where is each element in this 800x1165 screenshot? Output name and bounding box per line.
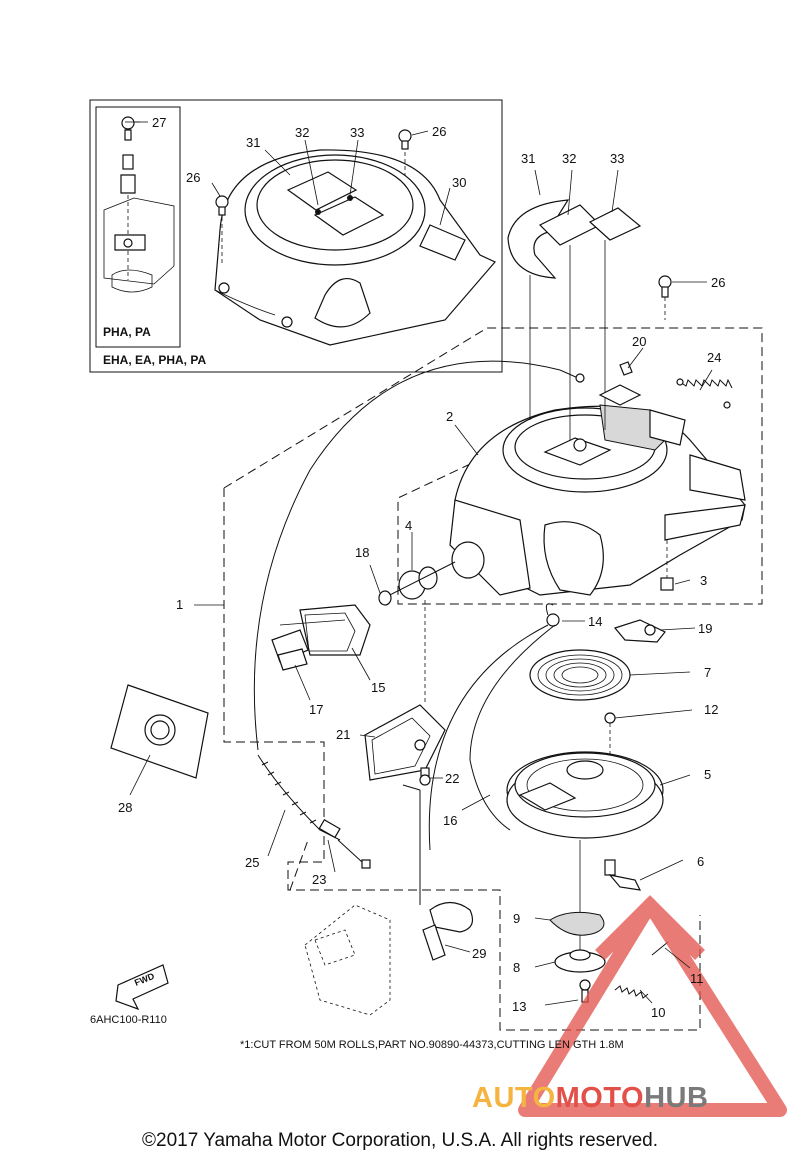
diagram-note: *1:CUT FROM 50M ROLLS,PART NO.90890-4437…	[240, 1039, 624, 1051]
callout-14: 14	[588, 614, 602, 629]
pawl-6	[604, 859, 642, 891]
cable-end-23	[318, 818, 371, 869]
callout-18: 18	[355, 545, 369, 560]
diagram-code: 6AHC100-R110	[90, 1014, 167, 1026]
callout-27: 27	[152, 115, 166, 130]
watermark-logo-icon	[518, 895, 787, 1117]
cover-28	[110, 684, 209, 779]
spiral-spring-7	[529, 649, 631, 701]
spring-24	[676, 378, 733, 409]
spring-10	[614, 985, 649, 999]
pawl-19	[613, 619, 666, 643]
pin-11	[651, 941, 669, 956]
callout-11: 11	[690, 971, 704, 986]
lever-20	[598, 361, 642, 406]
watermark-brand-part1: AUTO	[472, 1082, 556, 1114]
inset-bolt-26-left	[215, 195, 229, 216]
callout-26: 26	[711, 275, 725, 290]
bracket-21	[364, 704, 446, 781]
bolt-13	[579, 979, 591, 1003]
rope-guide-4	[398, 541, 485, 600]
bolt-22	[419, 767, 431, 786]
callout-32: 32	[562, 151, 576, 166]
callout-30: 30	[452, 175, 466, 190]
callout-21: 21	[336, 727, 350, 742]
plate-9	[549, 911, 605, 936]
callout-4: 4	[405, 518, 412, 533]
callout-26-inset-top: 26	[432, 124, 446, 139]
callout-24: 24	[707, 350, 721, 365]
bolt-26	[658, 275, 672, 320]
callout-31: 31	[521, 151, 535, 166]
callout-5: 5	[704, 767, 711, 782]
inset-box	[89, 99, 503, 373]
callout-17: 17	[309, 702, 323, 717]
starter-housing	[449, 404, 746, 596]
fwd-arrow-icon: FWD	[115, 964, 169, 1011]
callouts: 27 31 32 33 26 26 30 PHA, PA EHA, EA, PH…	[90, 115, 725, 1051]
inset-starter-cover	[214, 145, 496, 346]
decal-33	[588, 207, 642, 241]
callout-23: 23	[312, 872, 326, 887]
mount-bracket	[304, 904, 391, 1016]
callout-12: 12	[704, 702, 718, 717]
callout-32-inset: 32	[295, 125, 309, 140]
watermark-brand-part2: MOTO	[555, 1082, 645, 1114]
callout-10: 10	[651, 1005, 665, 1020]
leader-lines	[125, 121, 713, 1006]
washer-8	[554, 949, 606, 973]
callout-33: 33	[610, 151, 624, 166]
pulley-5	[506, 751, 664, 839]
callout-33-inset: 33	[350, 125, 364, 140]
grip-collar-18	[378, 590, 392, 606]
plunger-3	[660, 540, 674, 591]
callout-2: 2	[446, 409, 453, 424]
inset-label-large: EHA, EA, PHA, PA	[103, 353, 206, 367]
rope-14	[428, 603, 560, 851]
handle-15	[299, 604, 371, 656]
watermark-brand: AUTOMOTOHUB	[472, 1082, 708, 1115]
inset-label-small: PHA, PA	[103, 325, 151, 339]
callout-9: 9	[513, 911, 520, 926]
callout-13: 13	[512, 999, 526, 1014]
callout-22: 22	[445, 771, 459, 786]
callout-6: 6	[697, 854, 704, 869]
callout-16: 16	[443, 813, 457, 828]
inset-bolt-stack	[103, 116, 175, 293]
handle-insert-17	[271, 629, 309, 671]
watermark-brand-part3: HUB	[644, 1082, 709, 1114]
callout-25: 25	[245, 855, 259, 870]
hose-29	[422, 901, 473, 961]
callout-1: 1	[176, 597, 183, 612]
callout-20: 20	[632, 334, 646, 349]
callout-31-inset: 31	[246, 135, 260, 150]
copyright-footer: ©2017 Yamaha Motor Corporation, U.S.A. A…	[142, 1130, 658, 1151]
callout-29: 29	[472, 946, 486, 961]
callout-7: 7	[704, 665, 711, 680]
callout-15: 15	[371, 680, 385, 695]
callout-28: 28	[118, 800, 132, 815]
assembly-outline	[223, 327, 763, 1031]
callout-19: 19	[698, 621, 712, 636]
callout-26-inset-left: 26	[186, 170, 200, 185]
inset-bolt-26-top	[398, 129, 412, 150]
callout-3: 3	[700, 573, 707, 588]
callout-8: 8	[513, 960, 520, 975]
